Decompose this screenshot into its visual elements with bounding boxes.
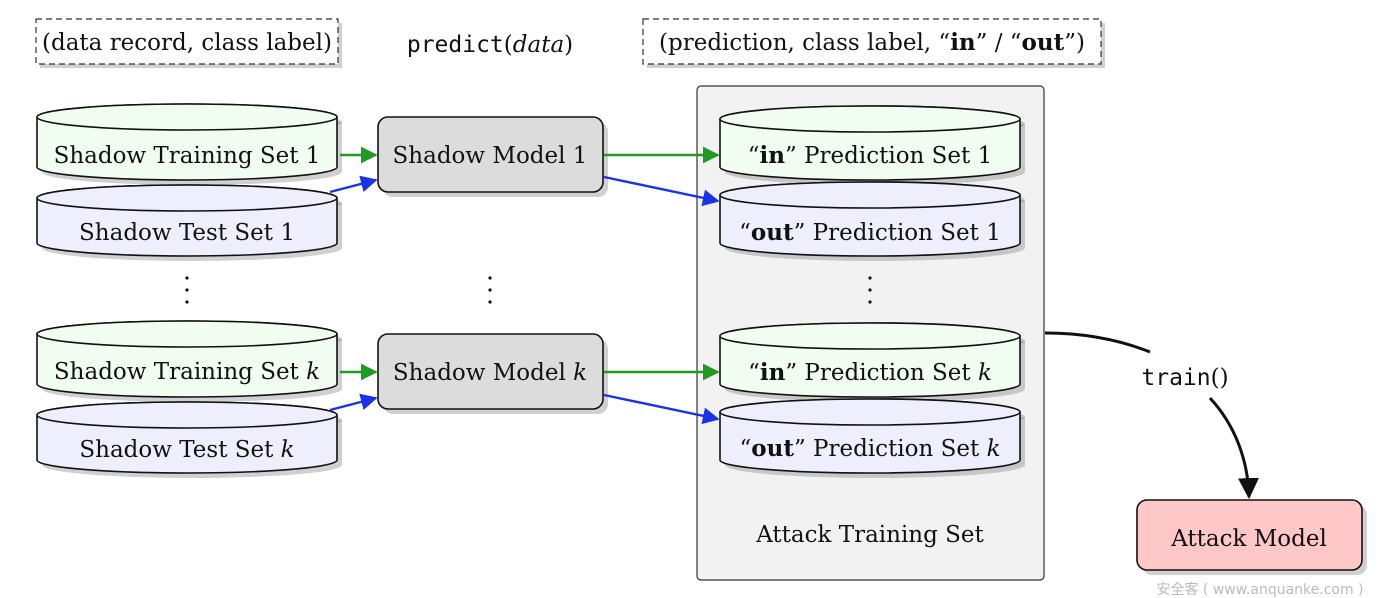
svg-text:“in” Prediction Set 1: “in” Prediction Set 1 xyxy=(748,142,992,169)
svg-text:Shadow Model k: Shadow Model k xyxy=(393,360,587,386)
ellipsis-predictions xyxy=(868,276,872,304)
svg-text:Shadow Training Set k: Shadow Training Set k xyxy=(54,359,320,385)
shadow-test-set-k: Shadow Test Set k xyxy=(36,401,342,478)
svg-text:“out” Prediction Set k: “out” Prediction Set k xyxy=(740,435,1001,462)
ellipsis-models xyxy=(488,276,492,304)
attack-training-set-label: Attack Training Set xyxy=(755,522,984,548)
ellipsis-datasets xyxy=(185,276,189,304)
shadow-training-set-1: Shadow Training Set 1 xyxy=(36,103,342,185)
shadow-test-set-1: Shadow Test Set 1 xyxy=(36,184,342,261)
shadow-model-k: Shadow Model k xyxy=(377,333,608,414)
shadow-group-k: Shadow Training Set k Shadow Test Set k … xyxy=(36,320,1025,478)
train-curve-lower xyxy=(1208,396,1259,500)
svg-text:Shadow Training Set 1: Shadow Training Set 1 xyxy=(54,143,321,169)
output-format-label: (prediction, class label, “in” / “out”) xyxy=(642,18,1105,68)
attack-model: Attack Model xyxy=(1136,499,1367,575)
arrow-model-to-out-k xyxy=(603,393,720,425)
shadow-model-1: Shadow Model 1 xyxy=(377,116,608,197)
train-label: train() xyxy=(1141,365,1228,391)
svg-text:Shadow Model 1: Shadow Model 1 xyxy=(393,143,588,169)
svg-text:“in” Prediction Set k: “in” Prediction Set k xyxy=(748,359,992,386)
arrow-test-to-model-k xyxy=(329,393,378,412)
in-prediction-set-1: “in” Prediction Set 1 xyxy=(719,105,1025,185)
train-curve-upper xyxy=(1044,331,1151,354)
out-prediction-set-1: “out” Prediction Set 1 xyxy=(719,181,1025,261)
arrow-model-to-out-1 xyxy=(603,175,720,207)
shadow-group-1: Shadow Training Set 1 Shadow Test Set 1 … xyxy=(36,103,1025,261)
arrow-test-to-model-1 xyxy=(329,175,378,194)
output-format-text: (prediction, class label, “in” / “out”) xyxy=(659,29,1085,56)
svg-text:Attack Model: Attack Model xyxy=(1170,526,1327,552)
out-prediction-set-k: “out” Prediction Set k xyxy=(719,398,1025,478)
svg-text:“out” Prediction Set 1: “out” Prediction Set 1 xyxy=(739,219,1001,246)
record-format-label: (data record, class label) xyxy=(35,18,342,68)
predict-label: predict(data) xyxy=(407,32,573,58)
shadow-training-set-k: Shadow Training Set k xyxy=(36,320,342,402)
in-prediction-set-k: “in” Prediction Set k xyxy=(719,322,1025,402)
watermark: 安全客 ( www.anquanke.com ) xyxy=(1156,581,1363,598)
svg-text:Shadow Test Set k: Shadow Test Set k xyxy=(79,437,294,463)
svg-text:Shadow Test Set 1: Shadow Test Set 1 xyxy=(79,220,295,246)
record-format-text: (data record, class label) xyxy=(42,30,332,56)
